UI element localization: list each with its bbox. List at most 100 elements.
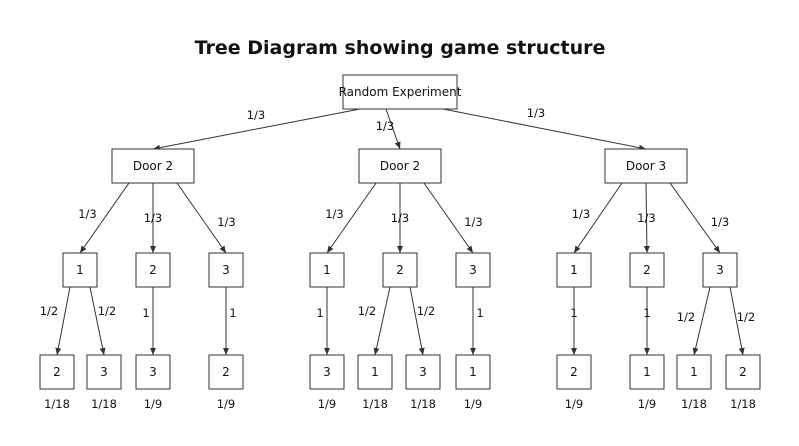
prob-label-leaf-1-1-2: 1/2 (98, 304, 117, 318)
leaf-node-3-1-1: 2 (556, 354, 592, 390)
prob-label-door-2-pick-2: 1/3 (391, 211, 410, 225)
edge-root-door-1 (152, 108, 361, 151)
pick-node-2-2-box (382, 252, 418, 288)
door-node-3: Door 3 (604, 148, 688, 184)
prob-label-leaf-1-2-1: 1 (142, 306, 149, 320)
result-prob-1-2-1: 1/9 (144, 397, 163, 411)
prob-label-leaf-3-3-2: 1/2 (737, 310, 756, 324)
result-prob-3-3-1: 1/18 (681, 397, 707, 411)
edge-door-3-pick-3 (669, 182, 721, 254)
prob-label-leaf-3-1-1: 1 (570, 306, 577, 320)
leaf-node-3-3-2-label: 2 (739, 365, 747, 379)
leaf-node-3-3-1-label: 1 (690, 365, 698, 379)
leaf-node-2-2-1-label: 1 (371, 365, 379, 379)
result-prob-3-3-2: 1/18 (730, 397, 756, 411)
edge-door-3-pick-2 (643, 182, 650, 254)
result-prob-2-1-1: 1/9 (318, 397, 337, 411)
leaf-node-2-3-1: 1 (455, 354, 491, 390)
leaf-node-1-1-1-label: 2 (53, 365, 61, 379)
leaf-node-1-1-1: 2 (39, 354, 75, 390)
pick-node-3-3-label: 3 (716, 263, 724, 277)
prob-label-door-3-pick-1: 1/3 (572, 207, 591, 221)
edge-pick-1-1-leaf-2 (89, 286, 106, 356)
edge-pick-3-3-leaf-1 (692, 286, 711, 356)
pick-node-2-1: 1 (309, 252, 345, 288)
leaf-node-1-3-1-label: 2 (222, 365, 230, 379)
leaf-node-1-2-1-box (135, 354, 171, 390)
leaf-node-2-1-1: 3 (309, 354, 345, 390)
leaf-node-2-2-2-box (405, 354, 441, 390)
door-node-1: Door 2 (111, 148, 195, 184)
prob-label-leaf-2-3-1: 1 (476, 306, 483, 320)
pick-node-3-2-label: 2 (643, 263, 651, 277)
pick-node-3-3-box (702, 252, 738, 288)
prob-label-door-3-pick-3: 1/3 (711, 215, 730, 229)
pick-node-2-2: 2 (382, 252, 418, 288)
leaf-node-3-3-2: 2 (725, 354, 761, 390)
leaf-node-2-3-1-box (455, 354, 491, 390)
root-node: Random Experiment (339, 74, 462, 110)
pick-node-1-1: 1 (62, 252, 98, 288)
result-prob-2-2-1: 1/18 (362, 397, 388, 411)
prob-label-door-1-pick-3: 1/3 (217, 215, 236, 229)
leaf-node-1-1-2-box (86, 354, 122, 390)
diagram-title: Tree Diagram showing game structure (195, 37, 606, 59)
leaf-node-2-2-2: 3 (405, 354, 441, 390)
edge-door-1-pick-3 (176, 182, 227, 254)
result-prob-1-1-1: 1/18 (44, 397, 70, 411)
prob-label-door-3: 1/3 (527, 106, 546, 120)
prob-label-leaf-1-1-1: 1/2 (40, 304, 59, 318)
door-node-2-box (358, 148, 442, 184)
leaf-node-1-3-1-box (208, 354, 244, 390)
prob-label-leaf-2-2-1: 1/2 (358, 304, 377, 318)
leaf-node-1-2-1: 3 (135, 354, 171, 390)
leaf-node-1-3-1: 2 (208, 354, 244, 390)
pick-node-1-3-label: 3 (222, 263, 230, 277)
leaf-node-3-1-1-box (556, 354, 592, 390)
pick-node-2-1-label: 1 (323, 263, 331, 277)
edge-door-2-pick-1 (326, 182, 377, 254)
pick-node-3-2: 2 (629, 252, 665, 288)
pick-node-3-1: 1 (556, 252, 592, 288)
prob-label-leaf-3-2-1: 1 (643, 306, 650, 320)
edge-door-2-pick-3 (423, 182, 474, 254)
edge-root-door-2 (385, 108, 401, 150)
prob-label-door-1-pick-2: 1/3 (144, 211, 163, 225)
edge-pick-2-2-leaf-1 (373, 286, 391, 356)
edge-door-1-pick-1 (79, 182, 130, 254)
edge-door-3-pick-1 (573, 182, 623, 254)
pick-node-1-2-box (135, 252, 171, 288)
edges-layer (55, 108, 745, 356)
leaf-node-3-1-1-label: 2 (570, 365, 578, 379)
edge-root-door-3 (442, 108, 647, 151)
pick-node-1-1-box (62, 252, 98, 288)
prob-label-door-3-pick-2: 1/3 (637, 211, 656, 225)
prob-label-door-1-pick-1: 1/3 (78, 207, 97, 221)
edge-pick-3-3-leaf-2 (729, 286, 745, 356)
prob-label-door-1: 1/3 (247, 108, 266, 122)
leaf-node-3-2-1-box (629, 354, 665, 390)
pick-node-1-3: 3 (208, 252, 244, 288)
pick-node-1-2: 2 (135, 252, 171, 288)
pick-node-2-1-box (309, 252, 345, 288)
result-prob-1-3-1: 1/9 (217, 397, 236, 411)
leaf-node-2-1-1-box (309, 354, 345, 390)
pick-node-3-3: 3 (702, 252, 738, 288)
leaf-node-3-3-1: 1 (676, 354, 712, 390)
door-node-2-label: Door 2 (380, 159, 420, 173)
result-prob-3-1-1: 1/9 (565, 397, 584, 411)
labels-layer: 1/3 1/3 1/2 1/18 1/2 1/18 1/3 1 1/9 1/3 1 1/9 1/3 1/3… (40, 106, 756, 411)
prob-label-leaf-2-2-2: 1/2 (417, 304, 436, 318)
door-node-1-box (111, 148, 195, 184)
door-node-2: Door 2 (358, 148, 442, 184)
leaf-node-1-1-1-box (39, 354, 75, 390)
leaf-node-2-1-1-label: 3 (323, 365, 331, 379)
door-node-3-label: Door 3 (626, 159, 666, 173)
prob-label-leaf-3-3-1: 1/2 (677, 310, 696, 324)
leaf-node-3-3-2-box (725, 354, 761, 390)
pick-node-3-1-label: 1 (570, 263, 578, 277)
leaf-node-3-3-1-box (676, 354, 712, 390)
